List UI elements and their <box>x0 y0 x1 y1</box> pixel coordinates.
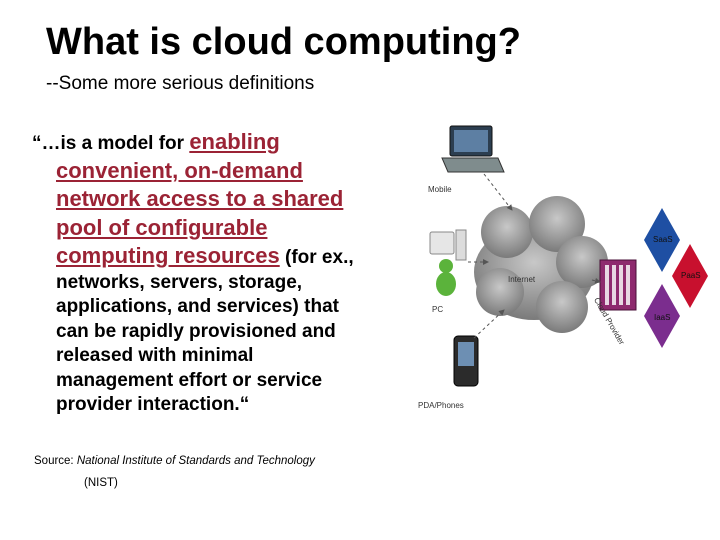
paas-diamond-icon <box>672 244 708 308</box>
arrow-cloud-provider <box>591 277 601 284</box>
saas-label: SaaS <box>653 235 673 244</box>
desktop-pc-icon <box>429 229 467 296</box>
laptop-icon <box>441 125 505 173</box>
internet-label: Internet <box>508 275 536 284</box>
quote-rest-line: applications, and services) that <box>56 296 339 317</box>
quote-highlight-first: enabling <box>189 129 280 154</box>
quote-rest-line: management effort or service <box>56 369 323 391</box>
source-label: Source: <box>34 455 77 467</box>
paas-label: PaaS <box>681 271 701 280</box>
source-abbreviation: (NIST) <box>84 477 118 489</box>
mobile-label: Mobile <box>428 185 452 194</box>
quote-rest-line: released with minimal <box>56 345 254 366</box>
quote-lead: “…is a model for <box>32 133 190 154</box>
arrow-pda-cloud <box>473 309 505 339</box>
quote-rest-block: networks, servers, storage, applications… <box>32 271 392 418</box>
quote-highlight-block: convenient, on-demand network access to … <box>32 157 392 271</box>
slide-subtitle: --Some more serious definitions <box>46 73 315 94</box>
quote-first-line: “…is a model for enabling <box>32 129 392 157</box>
quote-rest-line: provider interaction.“ <box>56 394 250 415</box>
arrow-laptop-cloud <box>483 173 513 211</box>
iaas-label: IaaS <box>654 313 670 322</box>
internet-cloud-icon <box>474 196 608 333</box>
quote-highlight-line: network access to a shared <box>56 186 344 211</box>
saas-diamond-icon <box>644 208 680 272</box>
definition-quote: “…is a model for enabling convenient, on… <box>32 129 392 418</box>
quote-after-highlight: (for ex., <box>279 247 354 268</box>
pc-label: PC <box>432 305 443 314</box>
cloud-provider-servers-icon <box>599 259 637 311</box>
iaas-diamond-icon <box>644 284 680 348</box>
cloud-computing-diagram: Mobile PC PDA/Phones Internet Cloud Prov… <box>418 125 708 410</box>
source-citation: Source: National Institute of Standards … <box>34 450 315 489</box>
quote-highlight-line: pool of configurable <box>56 214 268 240</box>
pda-phone-icon <box>453 335 479 387</box>
quote-rest-line: can be rapidly provisioned and <box>56 320 336 342</box>
pda-label: PDA/Phones <box>418 401 464 410</box>
source-institution: National Institute of Standards and Tech… <box>76 455 315 467</box>
quote-highlight-line: convenient, on-demand <box>56 157 303 183</box>
quote-rest-line: networks, servers, storage, <box>56 271 303 293</box>
slide-title: What is cloud computing? <box>46 21 521 63</box>
connection-arrows <box>468 173 601 339</box>
quote-highlight-line: computing resources <box>56 243 280 268</box>
